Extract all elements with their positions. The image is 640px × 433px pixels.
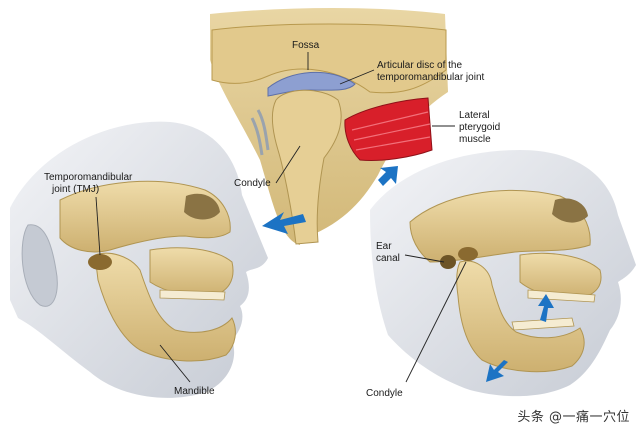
inset-condyle (271, 89, 342, 245)
left-tmj (88, 254, 112, 270)
label-articular-disc: Articular disc of the temporomandibular … (377, 60, 485, 83)
arrow-up-icon (538, 294, 554, 322)
label-mandible: Mandible (174, 386, 215, 397)
watermark: 头条 @一痛一穴位 (517, 410, 630, 425)
leader-ear (404, 254, 445, 263)
label-tmj: Temporomandibular joint (TMJ) (44, 172, 133, 195)
right-head (370, 150, 636, 397)
leader-lines (95, 52, 467, 383)
label-condyle-top: Condyle (234, 178, 271, 189)
right-lower-teeth (511, 317, 575, 331)
left-head (10, 121, 268, 398)
muscle-fibers (351, 111, 431, 151)
leader-disc (339, 69, 375, 85)
right-skull (409, 190, 591, 263)
ligament (250, 109, 270, 156)
left-teeth (159, 289, 226, 301)
arrow-up-right-icon (378, 166, 398, 186)
label-fossa: Fossa (292, 40, 320, 51)
lateral-pterygoid-muscle (344, 97, 433, 161)
joint-inset (210, 8, 448, 245)
right-condyle (458, 247, 478, 261)
leader-condyle-bottom (405, 261, 467, 383)
leader-mandible (159, 344, 191, 383)
right-ear-canal (440, 255, 456, 269)
motion-arrows (262, 166, 554, 382)
right-eye-socket (552, 198, 588, 223)
leader-tmj (95, 196, 101, 256)
fossa-roof (211, 23, 447, 94)
label-condyle-bottom: Condyle (366, 388, 403, 399)
label-lateral-pterygoid: Lateral pterygoid muscle (459, 110, 501, 145)
left-ear (21, 224, 58, 307)
left-mandible (94, 252, 236, 362)
leader-condyle-top (275, 145, 301, 184)
right-mandible (456, 260, 585, 373)
arrow-down-left-icon (486, 360, 508, 382)
arrow-left-icon (262, 212, 306, 234)
articular-disc (267, 71, 356, 97)
label-ear-canal: Ear canal (376, 241, 400, 264)
left-eye-socket (184, 193, 220, 220)
